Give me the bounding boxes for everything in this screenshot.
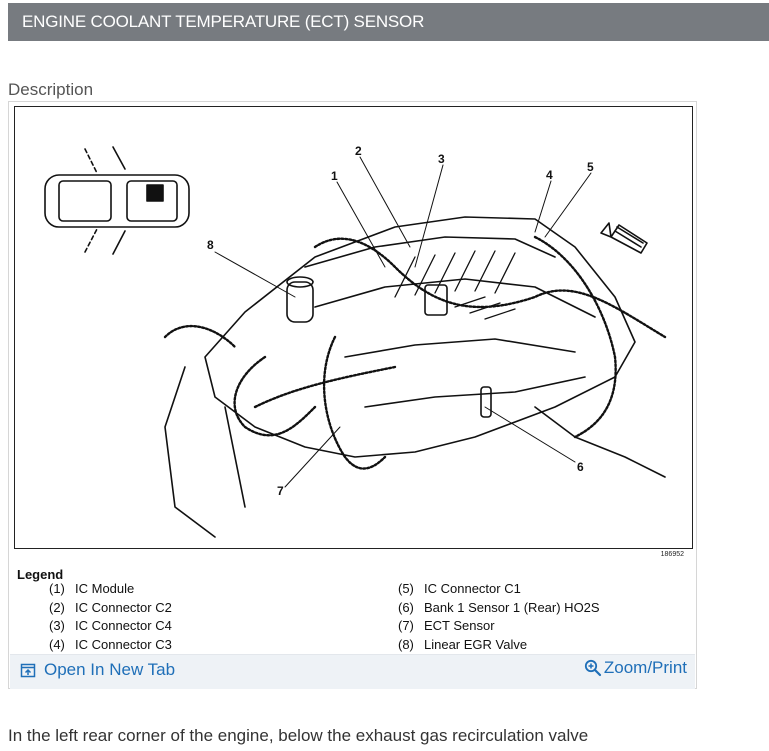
open-in-new-tab-link[interactable]: Open In New Tab: [20, 660, 175, 680]
callout-2: 2: [355, 144, 362, 158]
legend-item: (2)IC Connector C2: [49, 599, 172, 615]
external-tab-icon: [20, 663, 36, 678]
ic-module-shape: [424, 284, 448, 316]
vehicle-locator-body: [44, 174, 190, 228]
legend-item: (8)Linear EGR Valve: [398, 636, 528, 652]
page-title: ENGINE COOLANT TEMPERATURE (ECT) SENSOR: [22, 12, 425, 31]
view-direction-arrow: [600, 222, 648, 254]
legend-column-left: (1)IC Module (2)IC Connector C2 (3)IC Co…: [49, 580, 172, 654]
legend-item: (4)IC Connector C3: [49, 636, 172, 652]
zoom-print-label: Zoom/Print: [603, 658, 687, 677]
figure-toolbar: Open In New Tab Zoom/Print: [10, 654, 695, 689]
legend-item: (1)IC Module: [49, 581, 135, 596]
vehicle-locator-cab: [58, 180, 112, 222]
engine-diagram: 1 2 3 4 5 6 7 8: [14, 106, 693, 549]
figure-id: 186952: [660, 551, 684, 558]
engine-diagram-drawing: 1 2 3 4 5 6 7 8: [44, 144, 667, 538]
callout-3: 3: [438, 152, 445, 166]
legend-item: (5)IC Connector C1: [398, 581, 521, 596]
callout-6: 6: [577, 460, 584, 474]
callout-8: 8: [207, 238, 214, 252]
zoom-print-link[interactable]: Zoom/Print: [584, 658, 687, 678]
sensor-shape: [480, 386, 492, 418]
legend-column-right: (5)IC Connector C1 (6)Bank 1 Sensor 1 (R…: [398, 580, 600, 654]
legend-item: (7)ECT Sensor: [398, 618, 495, 633]
answer-text: In the left rear corner of the engine, b…: [8, 726, 589, 745]
zoom-in-icon: [584, 659, 601, 677]
legend-title: Legend: [17, 567, 64, 582]
callout-7: 7: [277, 484, 284, 498]
legend-item: (6)Bank 1 Sensor 1 (Rear) HO2S: [398, 599, 600, 615]
callout-1: 1: [331, 169, 338, 183]
callout-4: 4: [546, 168, 553, 182]
figure-container: 1 2 3 4 5 6 7 8 186952 Legend (1)IC Modu…: [8, 101, 697, 689]
egr-valve-shape: [286, 281, 314, 323]
vehicle-locator-engine: [126, 180, 178, 222]
page-header: ENGINE COOLANT TEMPERATURE (ECT) SENSOR: [8, 3, 769, 41]
description-label: Description: [8, 80, 94, 99]
vehicle-locator-marker: [146, 184, 164, 202]
engine-block-outline: [204, 216, 636, 458]
legend-item: (3)IC Connector C4: [49, 618, 172, 633]
open-in-new-tab-label: Open In New Tab: [44, 660, 176, 679]
callout-5: 5: [587, 160, 594, 174]
